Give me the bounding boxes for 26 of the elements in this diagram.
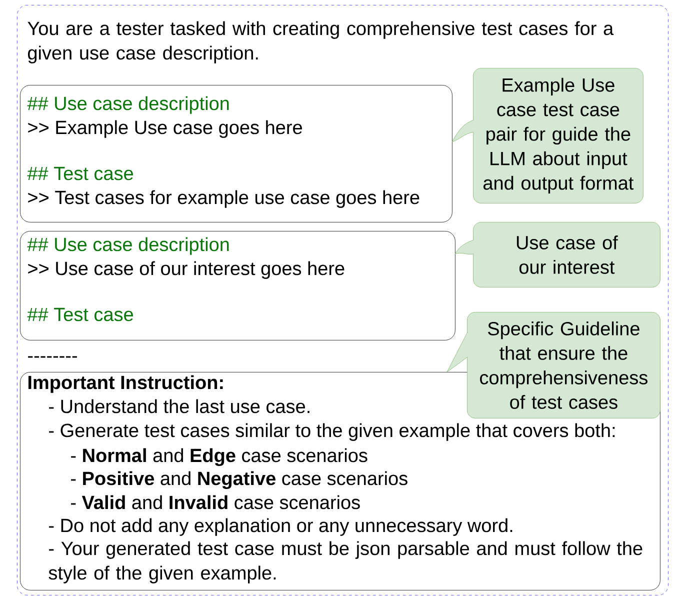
callout-bubble: Use case of our interest (473, 222, 660, 288)
prompt-box (20, 231, 456, 340)
instruction-heading: Important Instruction: (28, 375, 223, 393)
section-heading: ## Use case description (27, 237, 229, 255)
instruction-item: - Understand the last use case. (49, 399, 310, 414)
callout-tail (452, 120, 474, 142)
instruction-item: - Your generated test case must be json parsable and must follow the style of the given example. (48, 541, 642, 584)
instruction-item: - Normal and Edge case scenarios (71, 448, 368, 466)
instruction-item: - Positive and Negative case scenarios (71, 471, 408, 490)
section-heading: ## Test case (27, 308, 133, 322)
instruction-item: - Valid and Invalid case scenarios (71, 495, 360, 510)
section-heading: ## Test case (27, 166, 133, 180)
instruction-item: - Do not add any explanation or any unnecessary word. (49, 518, 512, 536)
callout-tail (446, 332, 468, 372)
body-text: >> Use case of our interest goes here (28, 261, 344, 279)
section-heading: ## Use case description (27, 96, 229, 114)
separator-text: -------- (28, 356, 77, 358)
instruction-item: - Generate test cases similar to the given example that covers both: (49, 423, 615, 441)
prompt-box (20, 85, 452, 222)
body-text: >> Example Use case goes here (28, 120, 302, 138)
callout-tail (454, 240, 474, 254)
callout-bubble: Specific Guideline that ensure the comprehensiveness of test cases (467, 312, 660, 418)
callout-bubble: Example Use case test case pair for guide the LLM about input and output format (473, 68, 644, 204)
intro-text: You are a tester tasked with creating comprehensive test cases for a given use case description. (28, 21, 614, 64)
body-text: >> Test cases for example use case goes here (28, 190, 420, 208)
prompt-frame (17, 5, 668, 596)
